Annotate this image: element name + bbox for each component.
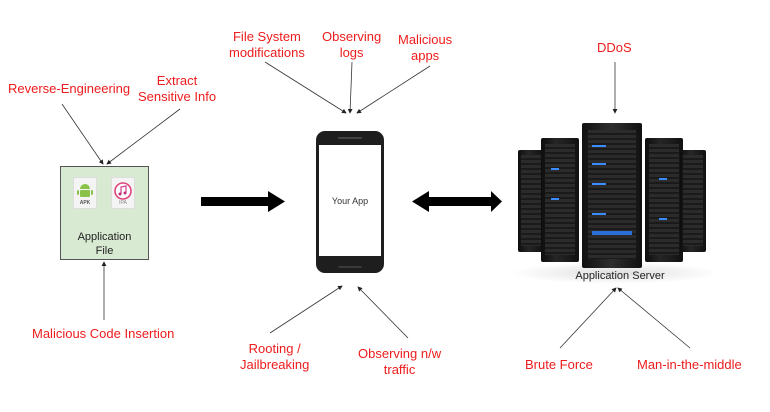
threat-label-line: File System (232, 29, 301, 44)
threat-label-line: Extract (156, 73, 198, 88)
application-file-caption: Application File (61, 230, 148, 258)
threat-label-line: traffic (383, 362, 416, 377)
arrow-logs (347, 61, 353, 114)
flow-arrow-phone-server (412, 191, 502, 212)
threat-label-line: Reverse-Engineering (8, 81, 131, 96)
phone-node: Your App (316, 131, 384, 273)
phone-screen: Your App (319, 145, 381, 256)
threat-malicious-apps: Malicious apps (398, 32, 452, 64)
application-server-caption: Application Server (575, 270, 665, 282)
threat-label-line: Brute Force (525, 357, 593, 372)
server-rack (541, 138, 579, 262)
threat-label-line: modifications (229, 45, 305, 60)
threat-ddos: DDoS (597, 40, 632, 56)
threat-label-line: Jailbreaking (240, 357, 310, 372)
itunes-ipa-icon: IPA (111, 177, 135, 209)
apk-label: APK (79, 200, 91, 206)
server-reflection (510, 262, 720, 284)
application-file-node: APK IPA Application File (60, 166, 149, 260)
threat-label-line: Observing (322, 29, 382, 44)
threat-observing-logs: Observing logs (322, 29, 381, 61)
threat-reverse-engineering: Reverse-Engineering (8, 81, 130, 97)
arrow-extract-info (106, 108, 181, 165)
server-rack (680, 150, 706, 252)
threat-malicious-code-insertion: Malicious Code Insertion (32, 326, 174, 342)
server-rack (518, 150, 544, 252)
threat-brute-force: Brute Force (525, 357, 593, 373)
android-robot-icon (77, 184, 93, 197)
flow-arrow-app-to-phone (201, 191, 285, 212)
threat-label-line: Malicious Code Insertion (32, 326, 175, 341)
arrow-malicious-apps (356, 65, 431, 114)
arrow-brute-force (559, 287, 617, 349)
threat-label-line: apps (410, 48, 440, 63)
ipa-label: IPA (119, 200, 127, 206)
arrow-mitm (617, 287, 691, 349)
phone-bottom-bar (338, 266, 362, 268)
arrow-fs-mod (264, 61, 347, 114)
caption-line: Application (77, 231, 132, 243)
server-rack (645, 138, 683, 262)
android-apk-icon: APK (73, 177, 97, 209)
threat-label-line: logs (339, 45, 364, 60)
threat-label-line: Rooting / (248, 341, 301, 356)
threat-file-system-modifications: File System modifications (229, 29, 305, 61)
arrow-rooting (269, 285, 343, 334)
threat-man-in-the-middle: Man-in-the-middle (637, 357, 742, 373)
threat-extract-sensitive-info: Extract Sensitive Info (138, 73, 216, 105)
threat-label-line: Sensitive Info (138, 89, 217, 104)
music-note-icon (114, 182, 132, 200)
caption-line: File (95, 245, 114, 257)
threat-observing-nw-traffic: Observing n/w traffic (358, 346, 441, 378)
threat-label-line: Malicious (398, 32, 453, 47)
server-rack-center (582, 123, 642, 268)
threat-label-line: Observing n/w (358, 346, 442, 361)
phone-screen-text: Your App (331, 195, 369, 206)
threat-rooting-jailbreaking: Rooting / Jailbreaking (240, 341, 309, 373)
phone-speaker (338, 137, 362, 139)
server-racks-icon (510, 118, 715, 268)
threat-label-line: DDoS (597, 40, 632, 55)
threat-label-line: Man-in-the-middle (637, 357, 742, 372)
arrow-reverse-engineering (61, 103, 104, 165)
arrow-nw-traffic (357, 286, 409, 339)
